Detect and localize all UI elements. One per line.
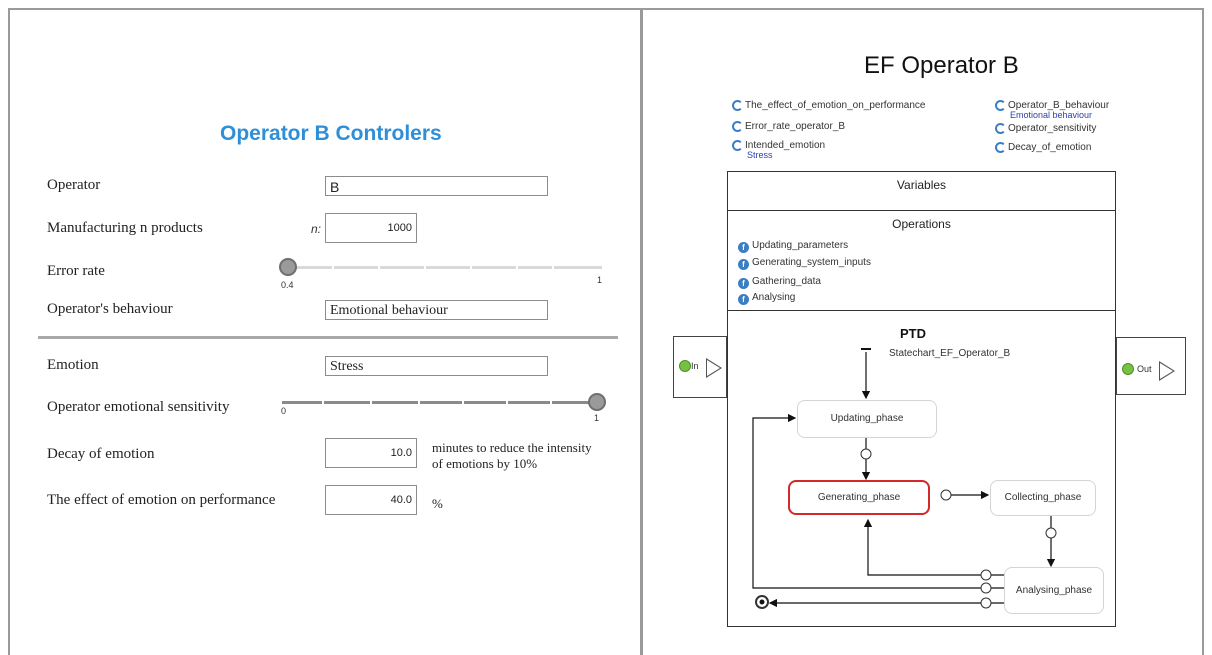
box-divider — [727, 310, 1116, 311]
variable-icon — [995, 123, 1006, 134]
emotion-label: Emotion — [47, 357, 99, 373]
function-icon: f — [738, 294, 749, 305]
variable-item[interactable]: Intended_emotion — [732, 140, 825, 151]
out-port-label: Out — [1137, 364, 1152, 374]
port-status-icon — [1122, 363, 1134, 375]
variable-icon — [995, 100, 1006, 111]
operator-label: Operator — [47, 177, 101, 193]
manufacturing-label: Manufacturing n products — [47, 220, 203, 236]
decay-input[interactable]: 10.0 — [325, 438, 417, 468]
function-icon: f — [738, 278, 749, 289]
statechart-name: Statechart_EF_Operator_B — [889, 348, 1011, 359]
variable-item[interactable]: Decay_of_emotion — [995, 142, 1091, 153]
variables-section-title: Variables — [896, 178, 947, 192]
variable-value: Emotional behaviour — [1010, 110, 1093, 120]
sensitivity-slider-handle[interactable] — [588, 393, 606, 411]
state-generating-phase[interactable]: Generating_phase — [788, 480, 930, 515]
error-rate-min: 0.4 — [281, 280, 294, 290]
n-prefix-label: n: — [311, 222, 322, 236]
error-rate-max: 1 — [597, 275, 603, 285]
emotion-select[interactable]: Stress — [325, 356, 548, 376]
variable-icon — [732, 140, 743, 151]
ptd-title: PTD — [900, 326, 926, 341]
state-updating-phase[interactable]: Updating_phase — [797, 400, 937, 438]
controls-title: Operator B Controlers — [220, 122, 442, 145]
behaviour-label: Operator's behaviour — [47, 301, 173, 317]
in-port-label: In — [691, 361, 699, 371]
decay-unit-line1: minutes to reduce the intensity — [432, 440, 592, 455]
sensitivity-max: 1 — [594, 413, 600, 423]
behaviour-select[interactable]: Emotional behaviour — [325, 300, 548, 320]
effect-input[interactable]: 40.0 — [325, 485, 417, 515]
error-rate-label: Error rate — [47, 263, 105, 279]
variable-item[interactable]: Error_rate_operator_B — [732, 121, 845, 132]
play-triangle-icon — [1159, 361, 1175, 381]
sensitivity-slider[interactable] — [282, 401, 598, 404]
agent-title: EF Operator B — [864, 52, 1019, 79]
panel-divider — [640, 8, 643, 655]
effect-unit: % — [432, 496, 443, 511]
window-frame — [8, 8, 1204, 655]
variable-icon — [732, 121, 743, 132]
error-rate-slider-handle[interactable] — [279, 258, 297, 276]
sensitivity-min: 0 — [281, 406, 287, 416]
decay-unit-line2: of emotions by 10% — [432, 456, 538, 471]
variable-item[interactable]: Operator_B_behaviour — [995, 100, 1109, 111]
variable-item[interactable]: Operator_sensitivity — [995, 123, 1096, 134]
variable-item[interactable]: The_effect_of_emotion_on_performance — [732, 100, 926, 111]
in-port[interactable]: In — [673, 336, 727, 398]
section-separator — [38, 336, 618, 339]
function-icon: f — [738, 259, 749, 270]
sensitivity-label: Operator emotional sensitivity — [47, 399, 230, 415]
effect-label: The effect of emotion on performance — [47, 492, 276, 508]
operations-section-title: Operations — [892, 217, 951, 231]
decay-label: Decay of emotion — [47, 446, 155, 462]
function-icon: f — [738, 242, 749, 253]
play-triangle-icon — [706, 358, 722, 378]
error-rate-slider[interactable] — [282, 266, 602, 269]
out-port[interactable]: Out — [1116, 337, 1186, 395]
operator-input[interactable]: B — [325, 176, 548, 196]
port-status-icon — [679, 360, 691, 372]
state-analysing-phase[interactable]: Analysing_phase — [1004, 567, 1104, 614]
state-collecting-phase[interactable]: Collecting_phase — [990, 480, 1096, 516]
variable-value: Stress — [747, 150, 773, 160]
variable-icon — [732, 100, 743, 111]
variable-icon — [995, 142, 1006, 153]
box-divider — [727, 210, 1116, 211]
products-count-input[interactable]: 1000 — [325, 213, 417, 243]
